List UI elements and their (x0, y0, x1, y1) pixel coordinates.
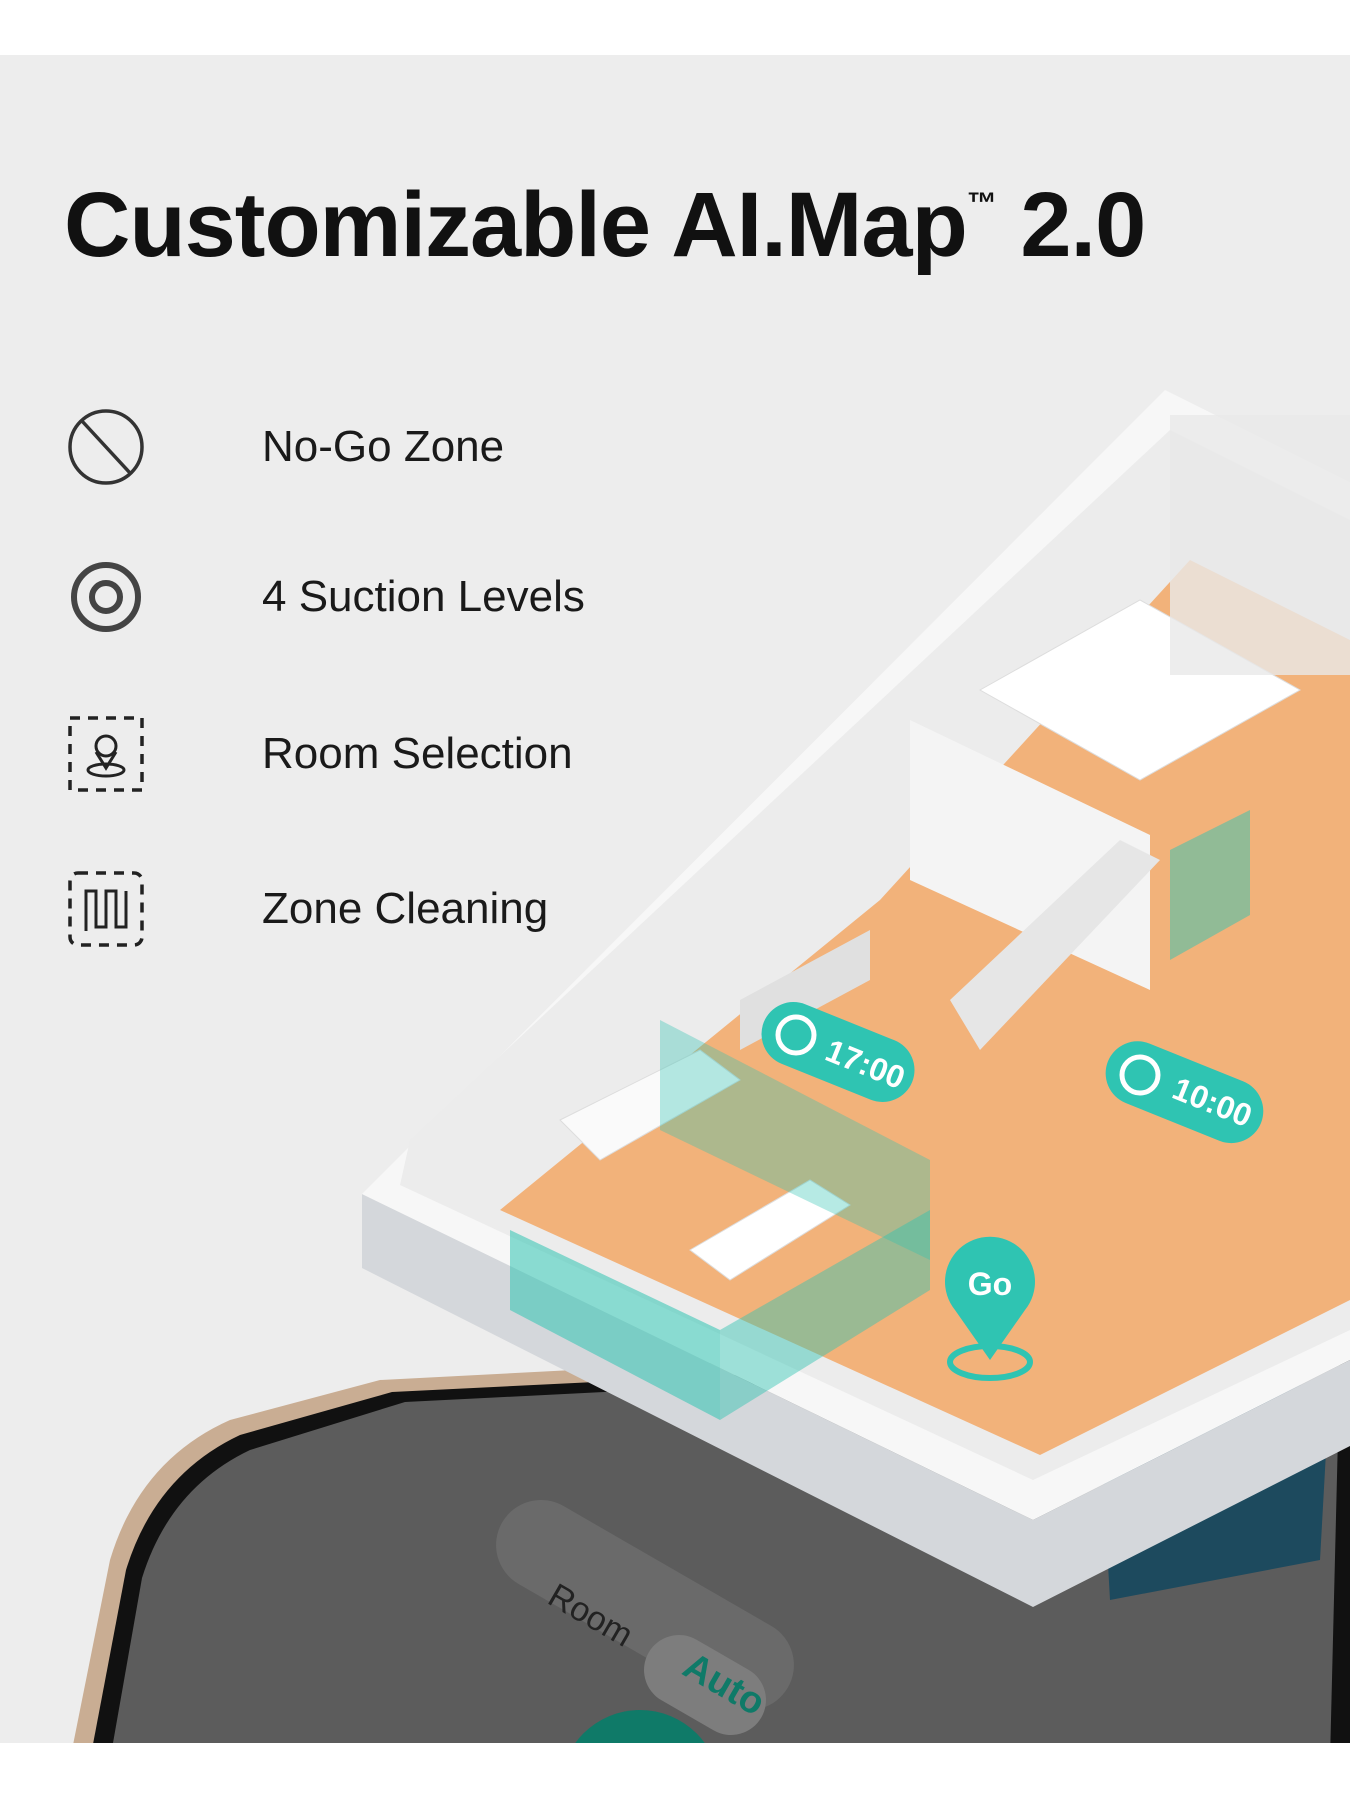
suction-icon (1119, 1054, 1161, 1096)
suction-icon (775, 1014, 817, 1056)
room-3d (362, 390, 1350, 1607)
go-pin[interactable]: Go (945, 1236, 1035, 1381)
zone-cleaning-icon (68, 871, 144, 947)
page-title: Customizable AI.Map™ 2.0 (64, 174, 1146, 276)
room-selection-icon (68, 716, 144, 792)
feature-no-go-zone: No-Go Zone (66, 407, 504, 487)
no-go-icon (68, 409, 144, 485)
feature-zone-cleaning: Zone Cleaning (66, 869, 548, 949)
feature-room-selection: Room Selection (66, 714, 573, 794)
product-banner: Room Auto 17:00 (0, 55, 1350, 1743)
room-map-illustration: Room Auto 17:00 (73, 390, 1350, 1743)
svg-text:Go: Go (968, 1266, 1012, 1302)
suction-icon (71, 562, 141, 632)
schedule-badge-1[interactable]: 17:00 (752, 992, 924, 1111)
app-mode-tabs: Room Auto (496, 1500, 794, 1743)
feature-suction-levels: 4 Suction Levels (66, 557, 585, 637)
